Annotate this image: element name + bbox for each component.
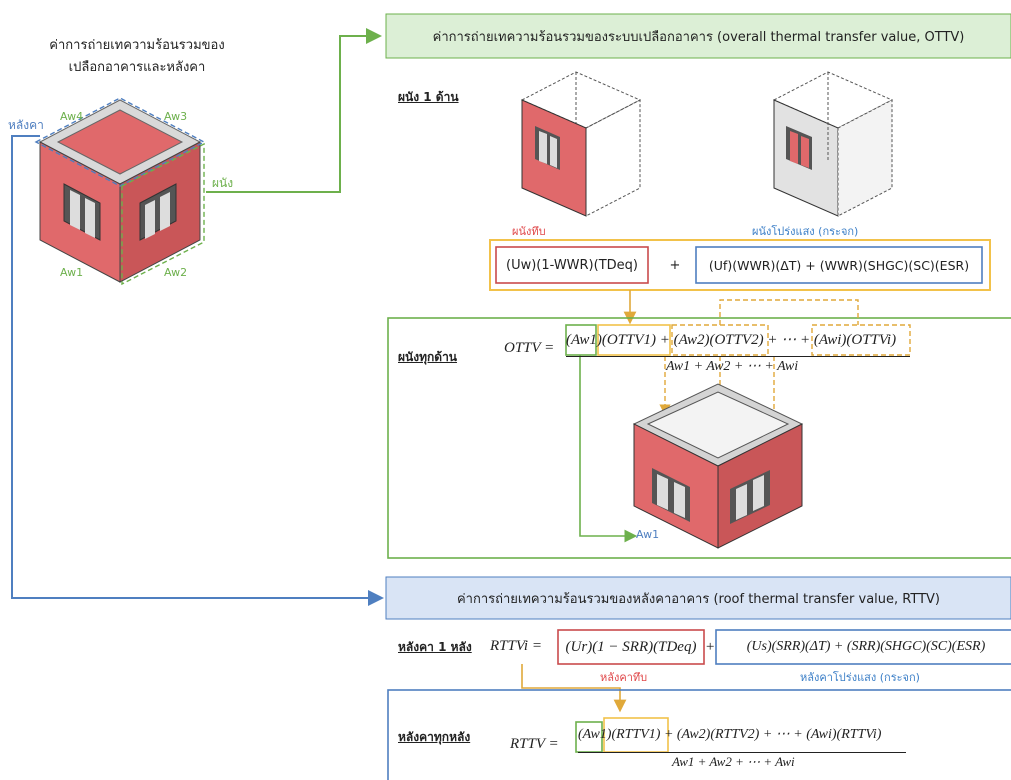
roof-glass-formula: (Us)(SRR)(ΔT) + (SRR)(SHGC)(SC)(ESR)	[746, 639, 986, 654]
rttv-numerator: (Aw1)(RTTV1) + (Aw2)(RTTV2) + ⋯ + (Awi)(…	[578, 727, 882, 742]
all-roofs-label: หลังคาทุกหลัง	[398, 730, 471, 744]
overview-title-line2: เปลือกอาคารและหลังคา	[68, 60, 206, 75]
ottv-fraction-bar	[566, 356, 910, 357]
wall-opaque-cube	[520, 71, 642, 217]
opaque-wall-formula: (Uw)(1-WWR)(TDeq)	[506, 257, 638, 273]
overview-title-line1: ค่าการถ่ายเทความร้อนรวมของ	[49, 38, 225, 53]
one-wall-label: ผนัง 1 ด้าน	[398, 90, 459, 104]
ottv-numerator: (Aw1)(OTTV1) + (Aw2)(OTTV2) + ⋯ + (Awi)(…	[566, 332, 897, 348]
aw4-label: Aw4	[60, 110, 84, 123]
roof-plus: +	[704, 638, 716, 655]
formula-plus: +	[669, 257, 681, 273]
opaque-roof-label: หลังคาทึบ	[600, 671, 648, 684]
aw1-label: Aw1	[60, 266, 84, 279]
opaque-wall-label: ผนังทึบ	[512, 225, 546, 238]
rttv-header: ค่าการถ่ายเทความร้อนรวมของหลังคาอาคาร (r…	[456, 591, 940, 607]
aw1-cube-label: Aw1	[636, 528, 660, 541]
aw2-label: Aw2	[164, 266, 188, 279]
ottv-lhs: OTTV =	[504, 340, 555, 356]
all-walls-cube	[632, 383, 804, 549]
rttv-lhs: RTTVi =	[490, 638, 542, 654]
one-roof-label: หลังคา 1 หลัง	[398, 640, 472, 654]
glass-wall-formula: (Uf)(WWR)(ΔT) + (WWR)(SHGC)(SC)(ESR)	[708, 257, 970, 273]
rttv-fraction-bar	[578, 752, 906, 753]
rttv-denominator: Aw1 + Aw2 + ⋯ + Awi	[672, 754, 795, 769]
glass-wall-label: ผนังโปร่งแสง (กระจก)	[752, 225, 859, 238]
roof-label: หลังคา	[8, 118, 44, 132]
overview-cube	[34, 97, 206, 286]
all-walls-label: ผนังทุกด้าน	[398, 350, 458, 364]
ottv-header: ค่าการถ่ายเทความร้อนรวมของระบบเปลือกอาคา…	[432, 29, 965, 45]
wall-glass-cube	[772, 71, 894, 217]
aw3-label: Aw3	[164, 110, 188, 123]
glass-roof-label: หลังคาโปร่งแสง (กระจก)	[800, 671, 920, 684]
ottv-denominator: Aw1 + Aw2 + ⋯ + Awi	[666, 359, 799, 374]
rttv-lhs2: RTTV =	[510, 736, 559, 752]
roof-opaque-formula: (Ur)(1 − SRR)(TDeq)	[565, 638, 697, 655]
wall-label: ผนัง	[212, 176, 234, 190]
